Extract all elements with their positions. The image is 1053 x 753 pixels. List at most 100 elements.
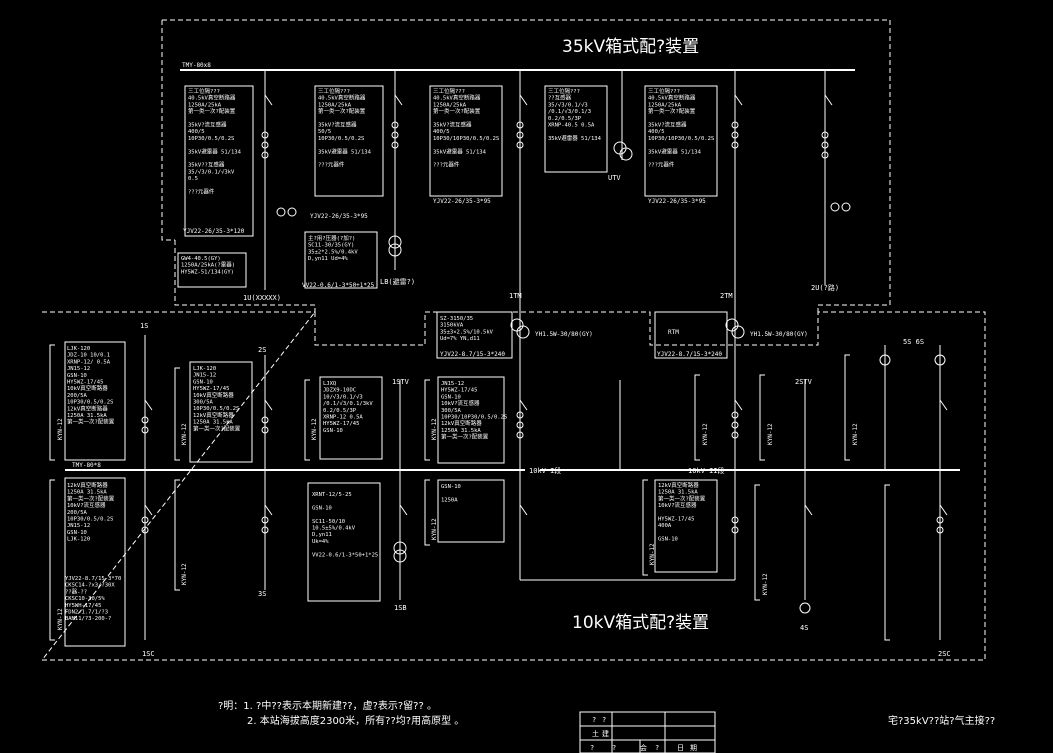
panel10-2-line: 10/√3/0.1/√3: [323, 393, 363, 400]
panel10-lower-2-line: GSN-10: [441, 484, 461, 490]
kyn-label: KYN-12: [702, 423, 709, 445]
panel35-0-line: 35/√3/0.1/√3kV: [188, 168, 235, 175]
panel10-lower-1-line: SC11-50/10: [312, 519, 345, 525]
panel10-lower-3-line: 400A: [658, 523, 672, 529]
label-sb1: 1SB: [394, 604, 407, 612]
panel10-1-line: 第一类一次?配装置: [193, 424, 241, 432]
panel35-0-line: 35kV?流互感器: [188, 121, 227, 129]
kyn-label: KYN-12: [181, 423, 188, 445]
enclosure-35kv: [162, 19, 891, 312]
panel10-3-line: GSN-10: [441, 394, 461, 400]
panel10-1-line: LJK-120: [193, 366, 216, 372]
label-l1u: 1U(XXXXX): [243, 294, 281, 302]
label-t2m: 2TM: [720, 292, 733, 300]
tx2-cable: YJV22-8.7/15-3*240: [657, 351, 722, 358]
panel10-3-line: 12kV真空断路器: [441, 419, 482, 427]
panel10-lower-1-line: Uk=4%: [312, 539, 329, 545]
panel35-0-line: 10P30/0.5/0.2S: [188, 136, 234, 142]
panel35-1-line: 35kV?流互感器: [318, 121, 357, 129]
tx-right: RTM: [668, 329, 679, 336]
panel35-1-line: 10P30/0.5/0.2S: [318, 136, 364, 142]
arrester35-1: YH1.5W-30/80(GY): [535, 331, 593, 338]
station-transformer-line: SC11-30/35(GY): [308, 243, 354, 249]
station-cable: VV22-0.6/1-3*50+1*25: [302, 282, 375, 289]
title-block-cell: ?: [592, 716, 596, 724]
panel35-4-line: ???元器件: [648, 161, 675, 169]
panel10-3-line: 300/5A: [441, 408, 462, 414]
panel10-lower-0-line: 10kV?流互感器: [67, 501, 106, 509]
transformer-1-line: SZ-3150/35: [440, 316, 473, 322]
panel35-4-line: 35kV?流互感器: [648, 121, 687, 129]
panel10-2-line: 0.2/0.5/3P: [323, 408, 357, 414]
panel10-2-line: JDZX9-10DC: [323, 388, 356, 394]
label-s4: 4S: [800, 624, 808, 632]
panel10-lower-3-line: GSN-10: [658, 537, 678, 543]
panel10-lower-2-line: 1250A: [441, 497, 458, 503]
label-l2u: 2U(?路): [811, 283, 839, 292]
panel10-0-line: JN15-12: [67, 366, 90, 372]
panel35-4-line: 10P30/10P30/0.5/0.2S: [648, 136, 714, 142]
panel35-2-line: 第一类一次?配装置: [433, 107, 481, 115]
panel10-3-line: 10kV?流互感器: [441, 399, 480, 407]
left-misc-line: ??器-??: [65, 588, 87, 595]
panel10-0-line: 200/5A: [67, 393, 88, 399]
panel35-0-line: 40.5kV真空断路器: [188, 94, 236, 102]
label-bus10_2: 10kV II段: [688, 466, 725, 475]
panel35-0-line: 400/5: [188, 129, 205, 135]
section-title-35kv: 35kV箱式配?装置: [562, 37, 699, 57]
panel35-4-line: 40.5kV真空断路器: [648, 94, 696, 102]
panel10-1-line: HY5WZ-17/45: [193, 386, 229, 392]
panel35-2-line: 400/5: [433, 129, 450, 135]
busbar-10kv-label: TMY-80*8: [72, 462, 101, 469]
station-transformer-line: D,yn11 Ud=4%: [308, 256, 348, 262]
panel10-1-line: 300/5A: [193, 400, 214, 406]
panel35-3-line: ??互感器: [548, 94, 572, 102]
panel10-lower-3-line: 1250A 31.5kA: [658, 490, 698, 496]
kyn-label: KYN-12: [649, 543, 656, 565]
panel10-lower-1-line: GSN-10: [312, 505, 332, 511]
panel10-lower-1-line: D,yn11: [312, 532, 332, 538]
panel10-1-line: 12kV真空断路器: [193, 411, 234, 419]
left-misc-line: CKSC10-30/5%: [65, 596, 105, 602]
drawing-title: 宅?35kV??站?气主接??: [888, 716, 996, 727]
panel35-0-line: 35kV避雷器 51/134: [188, 147, 242, 155]
panel10-0-line: LJK-120: [67, 346, 90, 352]
panel35-0-line: 第一类一次?配装置: [188, 107, 236, 115]
label-t1m: 1TM: [509, 292, 522, 300]
panel35-0-line: 0.5: [188, 176, 198, 182]
panel35-4-line: 第一类一次?配装置: [648, 107, 696, 115]
panel35-4-line: 1250A/25kA: [648, 102, 682, 108]
note-line-1: ?明：1. ?中??表示本期新建??，虚?表示?留?? 。: [218, 701, 437, 712]
panel35-1-line: 40.5kV真空断路器: [318, 94, 366, 102]
left-misc-line: CKSC14-?x3/?30X: [65, 583, 115, 589]
left-misc-line: YJV22-8.7/15-3*70: [65, 576, 121, 582]
cable35-2: YJV22-26/35-3*95: [433, 198, 491, 205]
panel10-lower-0-line: 第一类一次?配装置: [67, 494, 115, 502]
panel10-lower-3-line: HY5WZ-17/45: [658, 517, 694, 523]
label-s3: 3S: [258, 590, 266, 598]
kyn-label: KYN-12: [57, 608, 64, 630]
note-line-2: 2. 本站海拔高度2300米，所有??均?用高原型 。: [247, 716, 465, 727]
title-block-cell: 土: [592, 729, 599, 738]
panel35-3-line: 三工位隔???: [548, 87, 580, 95]
panel10-3-line: JN15-12: [441, 381, 464, 387]
panel10-lower-0-line: 10P30/0.5/0.2S: [67, 517, 113, 523]
kyn-label: KYN-12: [762, 573, 769, 595]
panel35-2-line: 40.5kV真空断路器: [433, 94, 481, 102]
panel10-1-line: 10kV真空断路器: [193, 391, 234, 399]
panel35-1-line: 第一类一次?配装置: [318, 107, 366, 115]
panel10-lower-3-line: 第一类一次?配装置: [658, 494, 706, 502]
label-sc1: 1SC: [142, 650, 155, 658]
label-s2: 2S: [258, 346, 266, 354]
title-block-cell: 日: [677, 744, 684, 752]
station-transformer-line: 35±2*2.5%/0.4kV: [308, 249, 358, 255]
panel35-2-line: 1250A/25kA: [433, 102, 467, 108]
station-transformer-line: 主?用?压器(?加?): [308, 234, 355, 242]
panel10-1-line: 10P30/0.5/0.2S: [193, 406, 239, 412]
panel35-3-line: XRNP-40.5 0.5A: [548, 123, 595, 129]
label-stv2: 2STV: [795, 378, 813, 386]
arrester35-2: YH1.5W-30/80(GY): [750, 331, 808, 338]
panel35-0-line: 1250A/25kA: [188, 102, 222, 108]
panel10-0-line: 第一类一次?配装置: [67, 418, 115, 426]
title-block-cell: 期: [690, 744, 697, 752]
